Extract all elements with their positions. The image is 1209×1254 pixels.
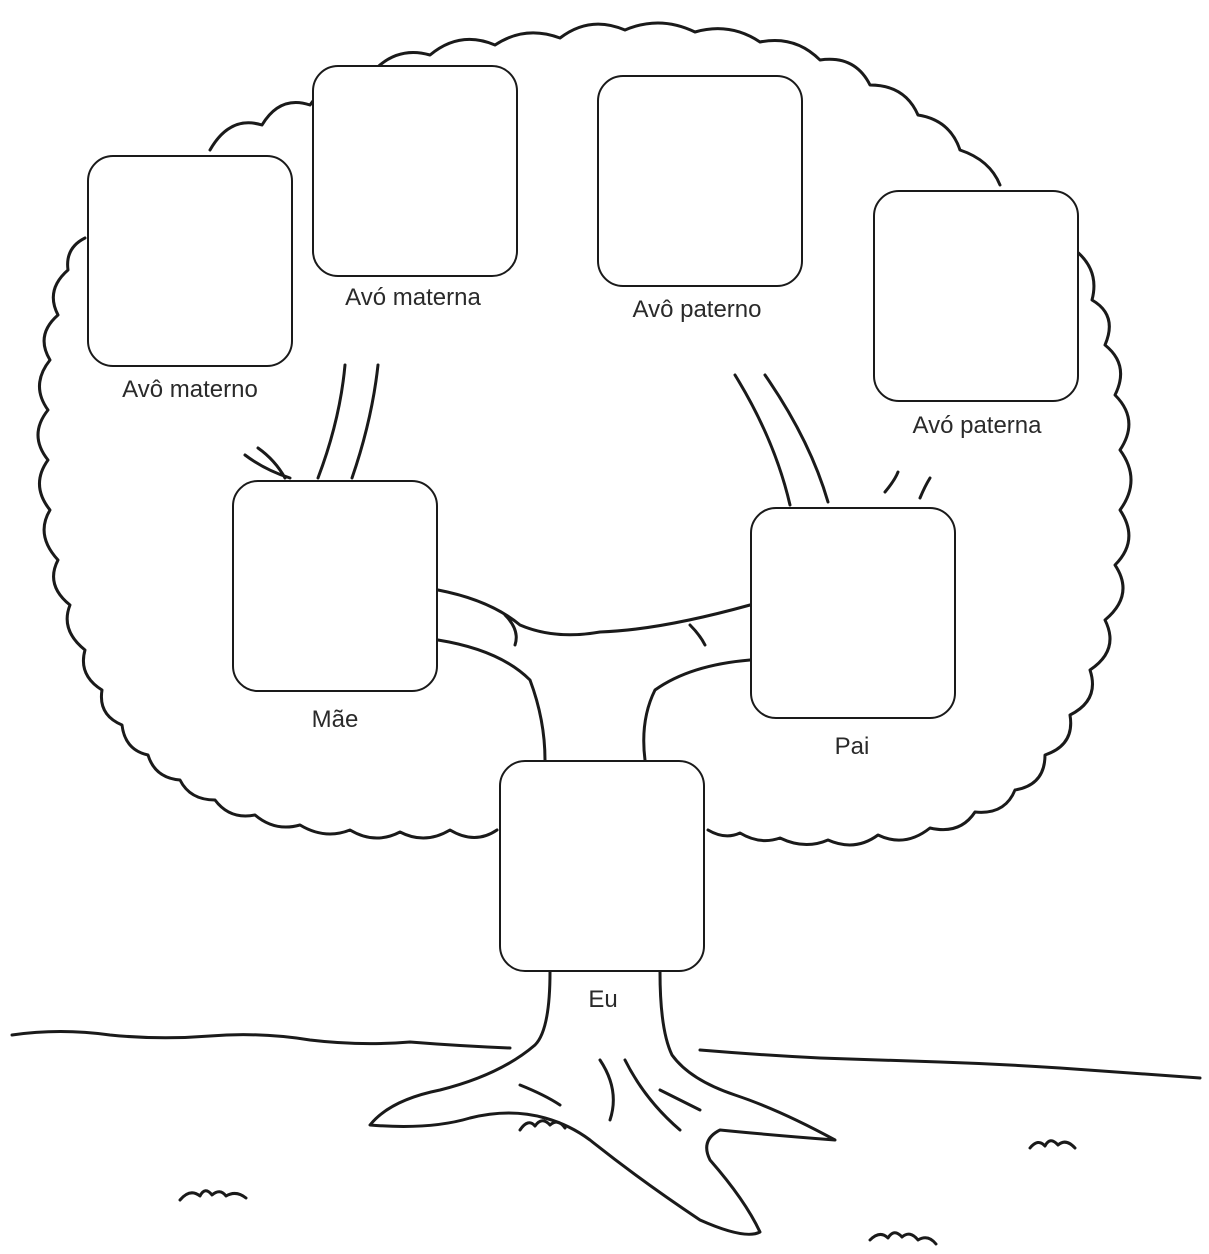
label-me: Eu (588, 986, 617, 1014)
grass-tuft (1030, 1141, 1075, 1148)
photo-frame-maternal-grandmother (312, 65, 518, 277)
grass-tuft (520, 1121, 565, 1130)
photo-frame-maternal-grandfather (87, 155, 293, 367)
label-maternal-grandfather: Avô materno (122, 376, 258, 404)
branch-upper-left (245, 365, 378, 478)
label-paternal-grandmother: Avó paterna (913, 412, 1042, 440)
label-maternal-grandmother: Avó materna (345, 284, 481, 312)
photo-frame-me (499, 760, 705, 972)
label-paternal-grandfather: Avô paterno (633, 296, 762, 324)
branch-middle (438, 590, 750, 760)
grass-tuft (180, 1191, 246, 1200)
photo-frame-mother (232, 480, 438, 692)
label-mother: Mãe (312, 706, 359, 734)
photo-frame-paternal-grandmother (873, 190, 1079, 402)
photo-frame-paternal-grandfather (597, 75, 803, 287)
label-father: Pai (835, 733, 870, 761)
grass-tuft (870, 1233, 936, 1244)
photo-frame-father (750, 507, 956, 719)
